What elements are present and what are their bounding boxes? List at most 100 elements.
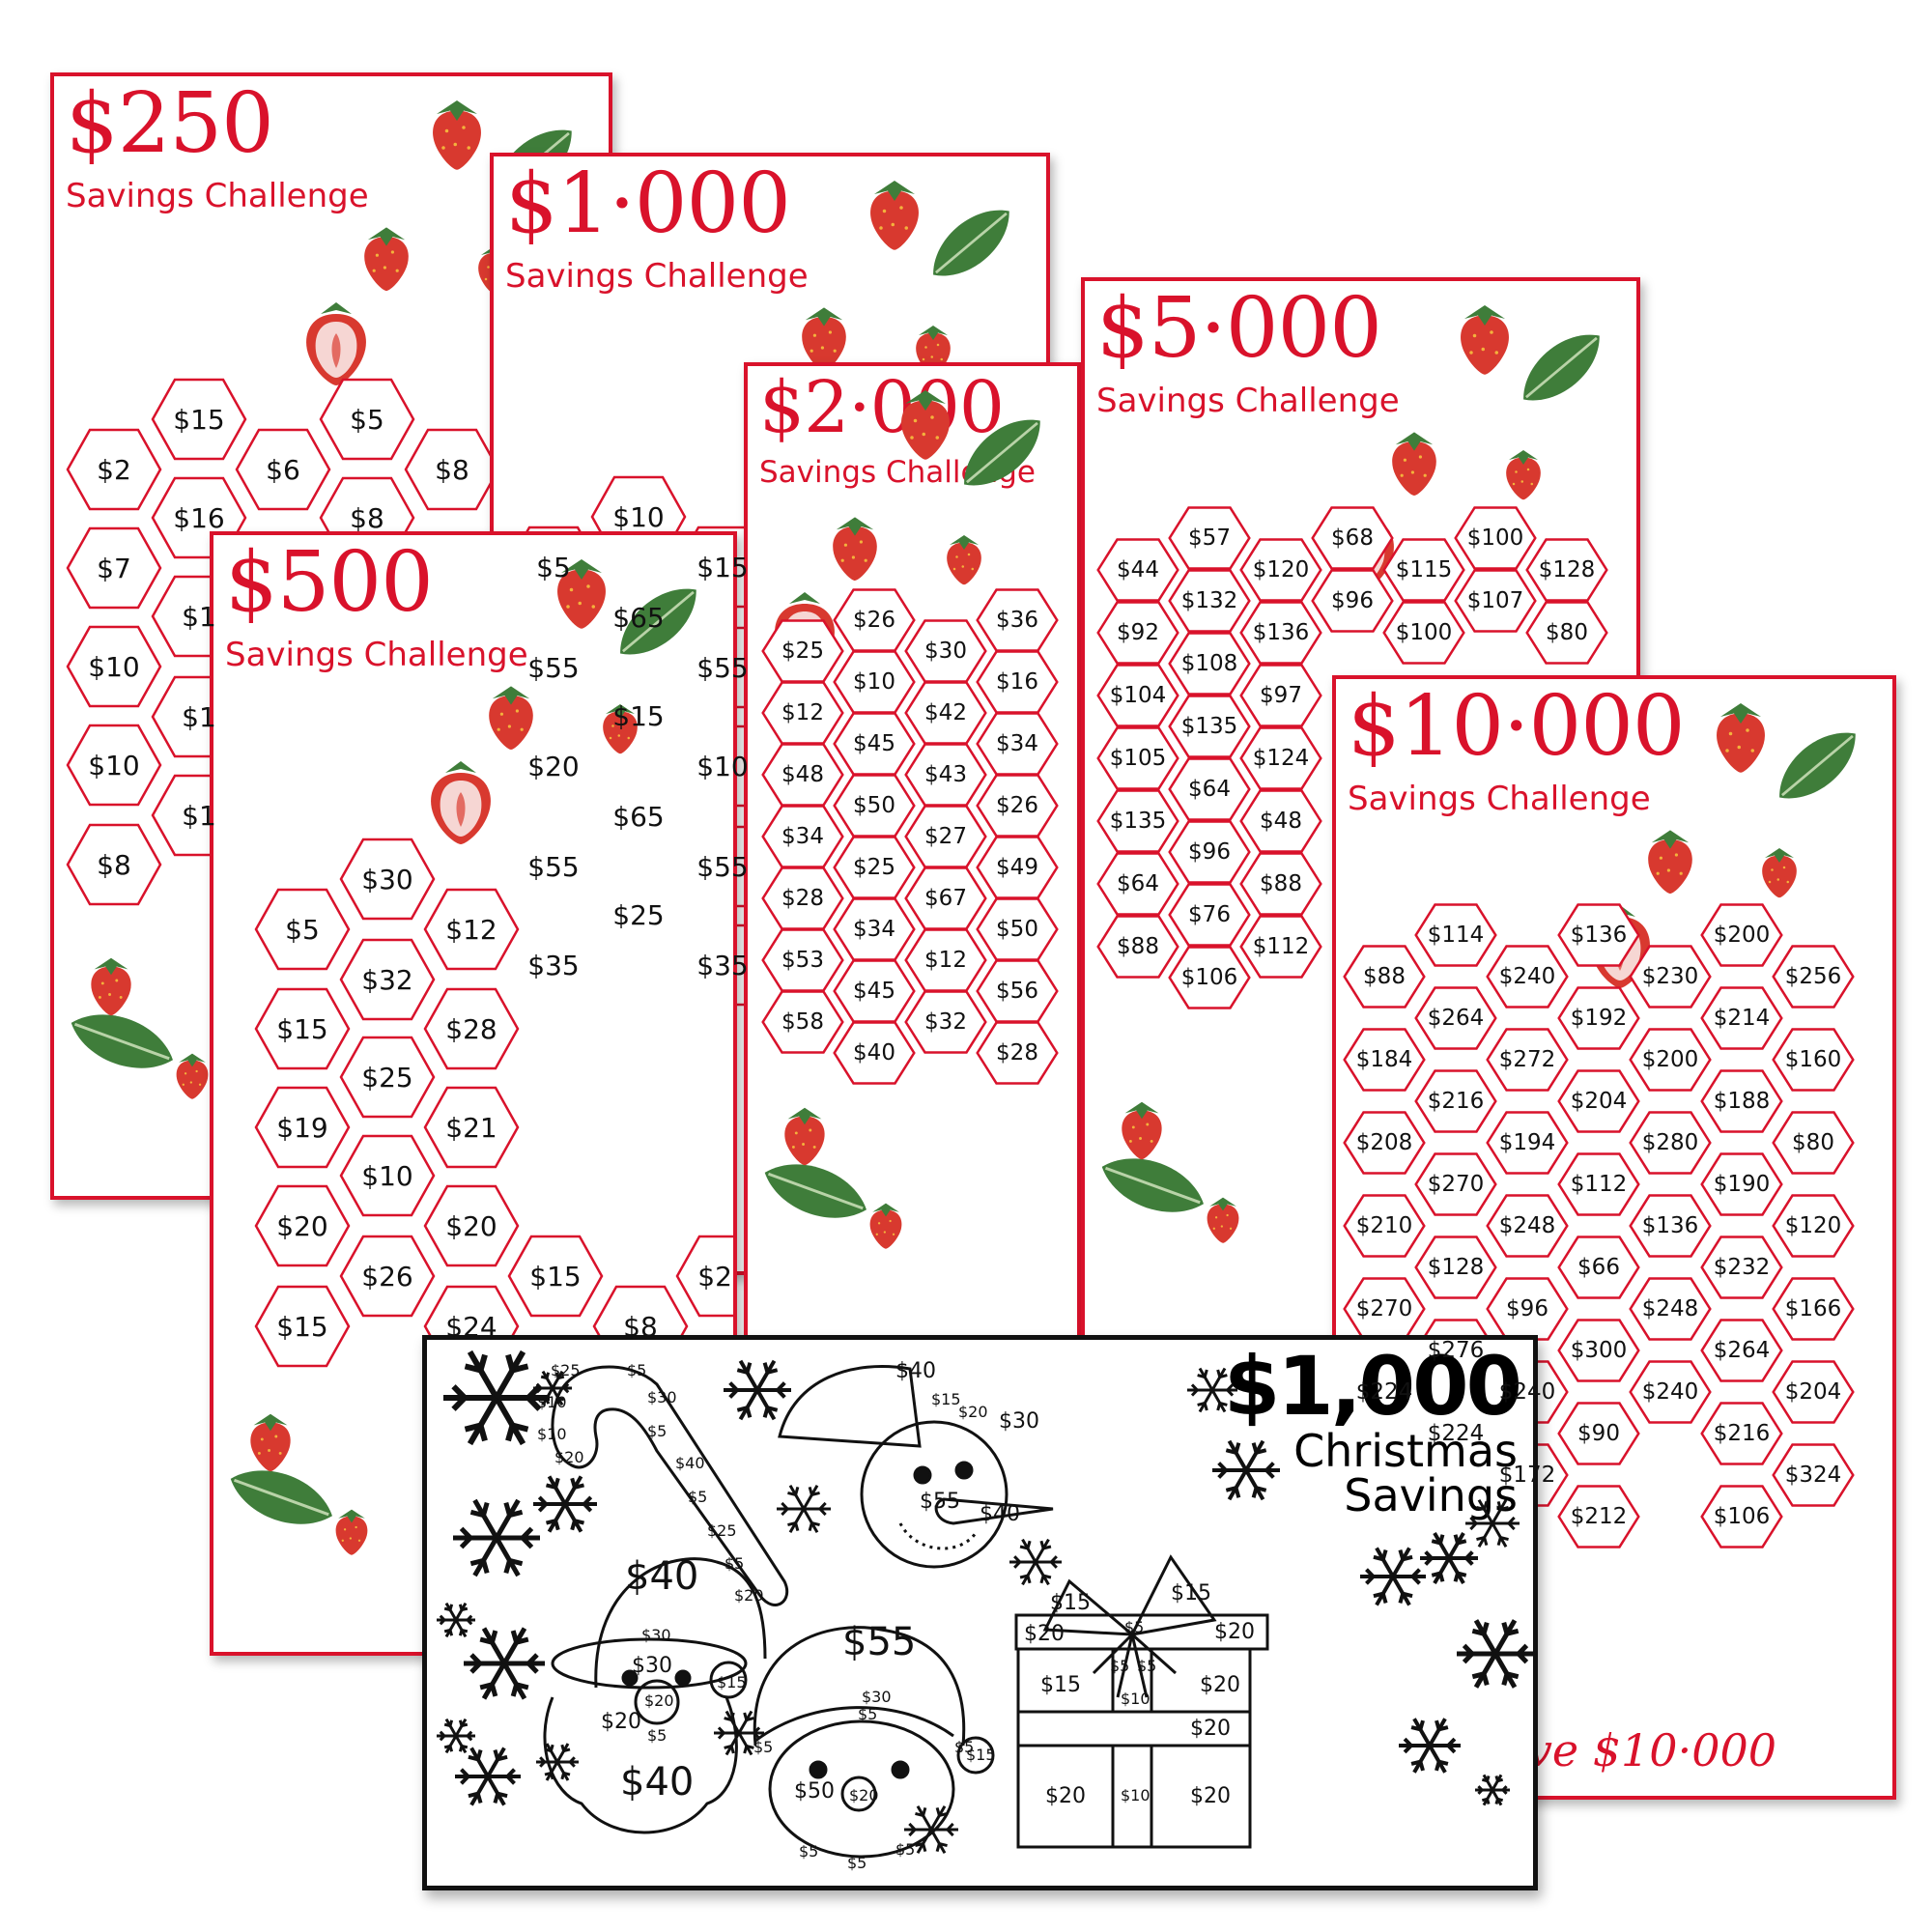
christmas-amount-label[interactable]: $20 bbox=[1024, 1622, 1065, 1646]
savings-hex-cell[interactable]: $100 bbox=[1454, 506, 1537, 570]
savings-hex-cell[interactable]: $300 bbox=[1557, 1319, 1640, 1382]
savings-hex-cell[interactable]: $57 bbox=[1168, 506, 1251, 570]
savings-hex-cell[interactable]: $96 bbox=[1311, 569, 1394, 633]
christmas-amount-label[interactable]: $5 bbox=[799, 1842, 819, 1861]
savings-hex-cell[interactable]: $34 bbox=[833, 897, 916, 961]
savings-hex-cell[interactable]: $7 bbox=[66, 526, 162, 610]
savings-hex-cell[interactable]: $92 bbox=[1096, 601, 1179, 665]
savings-hex-cell[interactable]: $2 bbox=[66, 428, 162, 511]
savings-hex-cell[interactable]: $100 bbox=[1382, 601, 1465, 665]
christmas-amount-label[interactable]: $15 bbox=[1050, 1591, 1091, 1615]
savings-hex-cell[interactable]: $200 bbox=[1629, 1028, 1712, 1092]
savings-hex-cell[interactable]: $132 bbox=[1168, 569, 1251, 633]
christmas-amount-label[interactable]: $20 bbox=[644, 1691, 674, 1710]
savings-hex-cell[interactable]: $56 bbox=[976, 959, 1059, 1023]
christmas-amount-label[interactable]: $10 bbox=[537, 1425, 567, 1443]
savings-hex-cell[interactable]: $166 bbox=[1772, 1277, 1855, 1341]
christmas-amount-label[interactable]: $50 bbox=[794, 1779, 835, 1804]
christmas-amount-label[interactable]: $5 bbox=[1124, 1618, 1145, 1636]
savings-hex-cell[interactable]: $8 bbox=[66, 823, 162, 906]
christmas-amount-label[interactable]: $55 bbox=[920, 1490, 960, 1514]
christmas-amount-label[interactable]: $30 bbox=[632, 1654, 672, 1678]
savings-hex-cell[interactable]: $115 bbox=[1382, 538, 1465, 602]
savings-hex-cell[interactable]: $32 bbox=[904, 990, 987, 1054]
savings-hex-cell[interactable]: $20 bbox=[423, 1184, 520, 1267]
savings-hex-cell[interactable]: $120 bbox=[1772, 1194, 1855, 1258]
savings-hex-cell[interactable]: $64 bbox=[1096, 852, 1179, 916]
savings-hex-cell[interactable]: $136 bbox=[1629, 1194, 1712, 1258]
savings-hex-cell[interactable]: $50 bbox=[976, 897, 1059, 961]
savings-hex-cell[interactable]: $15 bbox=[507, 1235, 604, 1318]
savings-hex-cell[interactable]: $30 bbox=[339, 838, 436, 921]
savings-hex-cell[interactable]: $204 bbox=[1557, 1069, 1640, 1133]
savings-hex-cell[interactable]: $12 bbox=[423, 888, 520, 971]
christmas-amount-label[interactable]: $20 bbox=[1045, 1784, 1086, 1808]
christmas-amount-label[interactable]: $40 bbox=[675, 1454, 705, 1472]
savings-hex-cell[interactable]: $25 bbox=[675, 1235, 733, 1318]
christmas-amount-label[interactable]: $40 bbox=[895, 1359, 936, 1383]
savings-hex-cell[interactable]: $80 bbox=[1525, 601, 1608, 665]
savings-hex-cell[interactable]: $135 bbox=[1096, 789, 1179, 853]
savings-hex-cell[interactable]: $20 bbox=[254, 1184, 351, 1267]
christmas-amount-label[interactable]: $20 bbox=[601, 1710, 641, 1734]
savings-hex-cell[interactable]: $26 bbox=[833, 588, 916, 652]
christmas-amount-label[interactable]: $20 bbox=[1190, 1784, 1231, 1808]
savings-hex-cell[interactable]: $240 bbox=[1629, 1360, 1712, 1424]
savings-hex-cell[interactable]: $192 bbox=[1557, 986, 1640, 1050]
christmas-amount-label[interactable]: $5 bbox=[1137, 1657, 1157, 1675]
savings-hex-cell[interactable]: $208 bbox=[1343, 1111, 1426, 1175]
savings-hex-cell[interactable]: $216 bbox=[1700, 1402, 1783, 1465]
christmas-amount-label[interactable]: $10 bbox=[1121, 1690, 1151, 1708]
savings-hex-cell[interactable]: $36 bbox=[976, 588, 1059, 652]
savings-hex-cell[interactable]: $25 bbox=[761, 619, 844, 683]
christmas-amount-label[interactable]: $25 bbox=[707, 1521, 737, 1540]
savings-hex-cell[interactable]: $67 bbox=[904, 867, 987, 930]
savings-hex-cell[interactable]: $26 bbox=[339, 1235, 436, 1318]
savings-hex-cell[interactable]: $12 bbox=[761, 681, 844, 745]
savings-hex-cell[interactable]: $30 bbox=[904, 619, 987, 683]
christmas-amount-label[interactable]: $15 bbox=[931, 1390, 961, 1408]
savings-hex-cell[interactable]: $80 bbox=[1772, 1111, 1855, 1175]
savings-hex-cell[interactable]: $124 bbox=[1239, 726, 1322, 790]
savings-hex-cell[interactable]: $5 bbox=[319, 378, 415, 461]
savings-hex-cell[interactable]: $230 bbox=[1629, 945, 1712, 1009]
christmas-amount-label[interactable]: $20 bbox=[1190, 1717, 1231, 1741]
savings-hex-cell[interactable]: $40 bbox=[833, 1021, 916, 1085]
savings-hex-cell[interactable]: $48 bbox=[1239, 789, 1322, 853]
savings-hex-cell[interactable]: $25 bbox=[339, 1036, 436, 1119]
christmas-amount-label[interactable]: $5 bbox=[647, 1726, 668, 1745]
savings-hex-cell[interactable]: $10 bbox=[66, 625, 162, 708]
savings-hex-cell[interactable]: $112 bbox=[1557, 1152, 1640, 1216]
savings-hex-cell[interactable]: $19 bbox=[254, 1086, 351, 1169]
savings-hex-cell[interactable]: $194 bbox=[1486, 1111, 1569, 1175]
savings-hex-cell[interactable]: $114 bbox=[1414, 903, 1497, 967]
savings-hex-cell[interactable]: $28 bbox=[761, 867, 844, 930]
savings-hex-cell[interactable]: $15 bbox=[254, 1285, 351, 1368]
savings-hex-cell[interactable]: $188 bbox=[1700, 1069, 1783, 1133]
savings-hex-cell[interactable]: $27 bbox=[904, 805, 987, 868]
savings-hex-cell[interactable]: $68 bbox=[1311, 506, 1394, 570]
christmas-amount-label[interactable]: $25 bbox=[551, 1361, 581, 1379]
savings-hex-cell[interactable]: $135 bbox=[1168, 695, 1251, 758]
savings-hex-cell[interactable]: $204 bbox=[1772, 1360, 1855, 1424]
savings-hex-cell[interactable]: $90 bbox=[1557, 1402, 1640, 1465]
christmas-amount-label[interactable]: $30 bbox=[862, 1688, 892, 1706]
savings-hex-cell[interactable]: $232 bbox=[1700, 1236, 1783, 1299]
savings-hex-cell[interactable]: $270 bbox=[1414, 1152, 1497, 1216]
savings-hex-cell[interactable]: $214 bbox=[1700, 986, 1783, 1050]
savings-hex-cell[interactable]: $44 bbox=[1096, 538, 1179, 602]
savings-hex-cell[interactable]: $184 bbox=[1343, 1028, 1426, 1092]
savings-hex-cell[interactable]: $120 bbox=[1239, 538, 1322, 602]
savings-hex-cell[interactable]: $128 bbox=[1525, 538, 1608, 602]
savings-hex-cell[interactable]: $28 bbox=[423, 987, 520, 1070]
christmas-amount-label[interactable]: $30 bbox=[999, 1409, 1039, 1434]
christmas-amount-label[interactable]: $10 bbox=[537, 1393, 567, 1411]
savings-hex-cell[interactable]: $108 bbox=[1168, 632, 1251, 696]
savings-hex-cell[interactable]: $88 bbox=[1239, 852, 1322, 916]
savings-hex-cell[interactable]: $128 bbox=[1414, 1236, 1497, 1299]
christmas-amount-label[interactable]: $30 bbox=[647, 1388, 677, 1406]
christmas-amount-label[interactable]: $20 bbox=[849, 1786, 879, 1804]
savings-hex-cell[interactable]: $66 bbox=[1557, 1236, 1640, 1299]
savings-hex-cell[interactable]: $136 bbox=[1557, 903, 1640, 967]
savings-hex-cell[interactable]: $264 bbox=[1700, 1319, 1783, 1382]
